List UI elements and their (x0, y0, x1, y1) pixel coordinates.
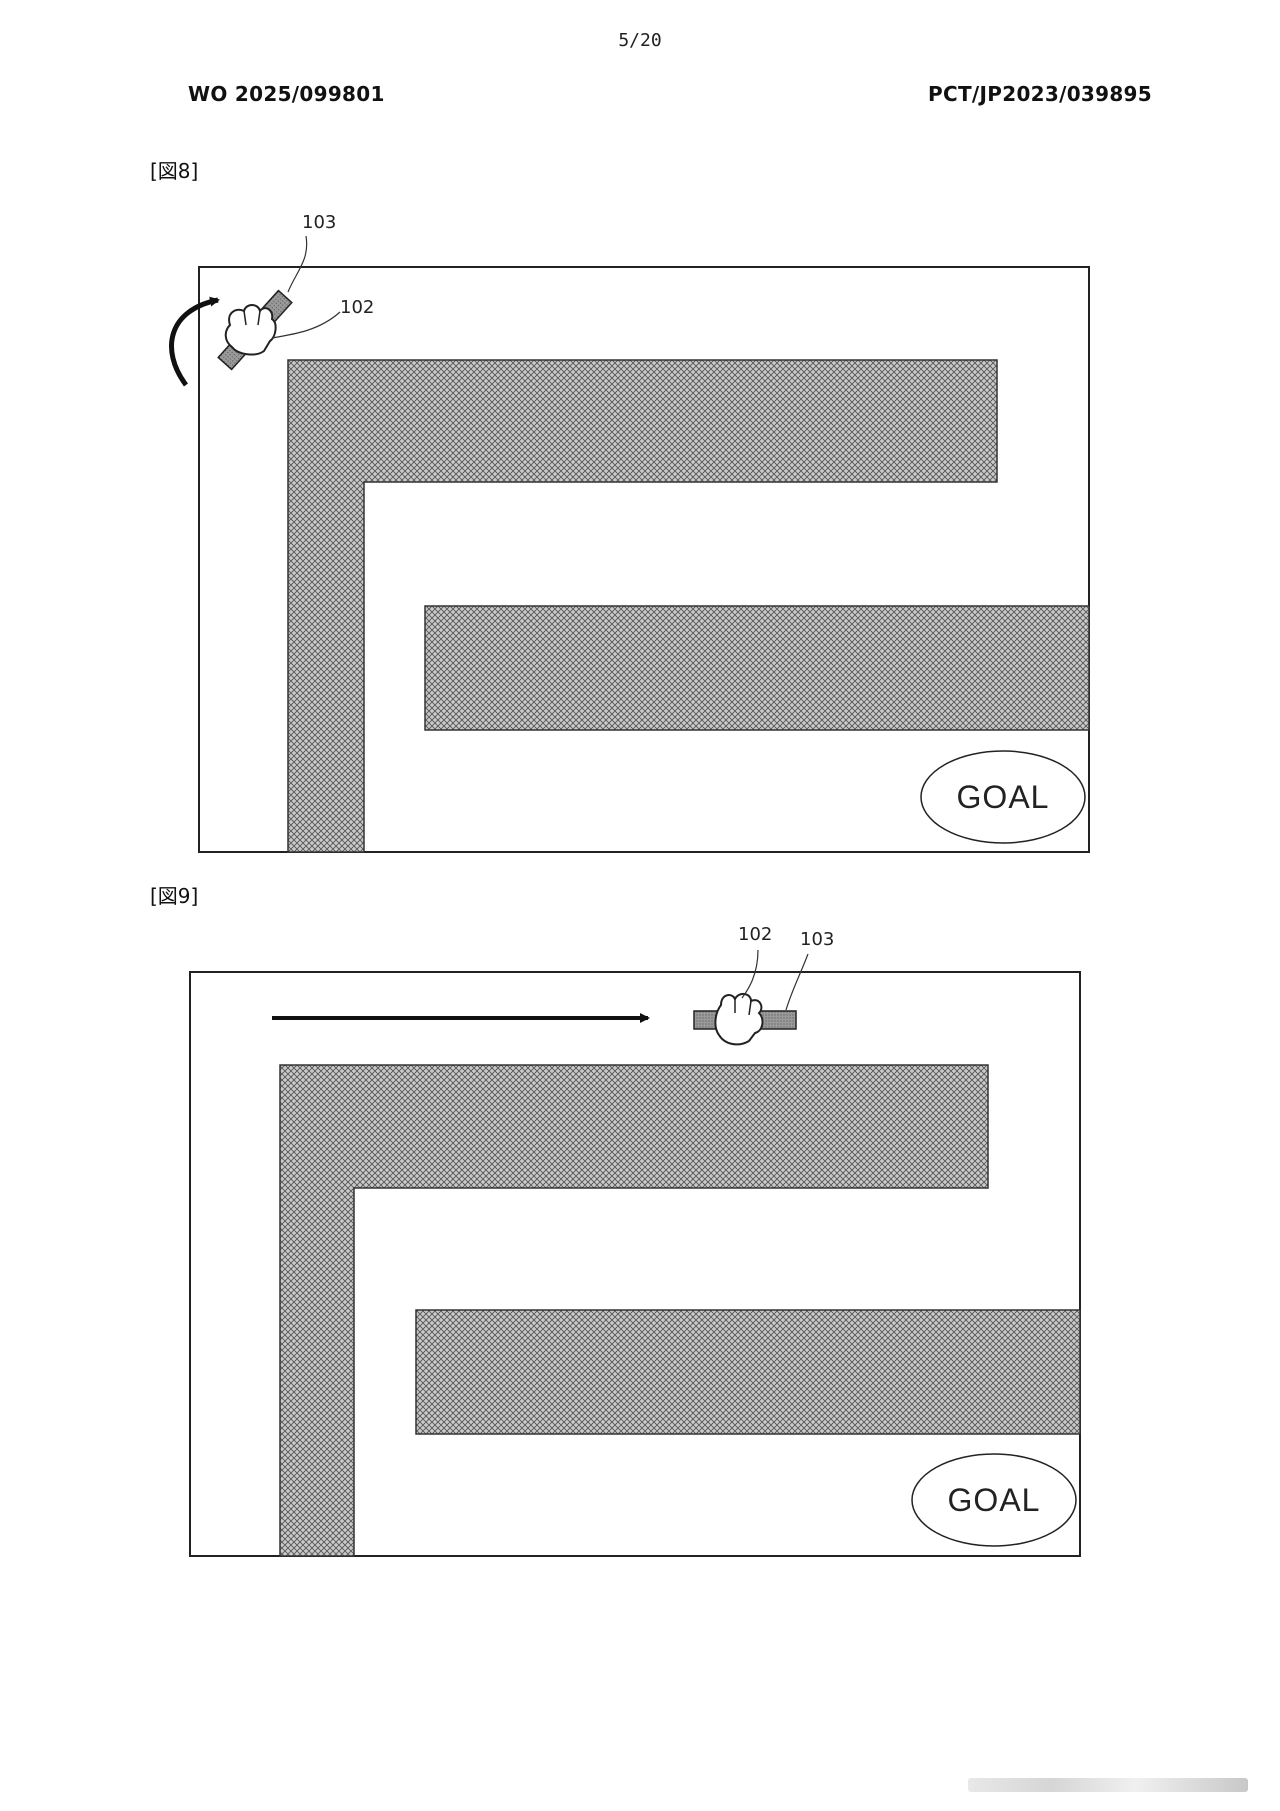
maze-wall-lower (415, 1309, 1081, 1435)
application-number: PCT/JP2023/039895 (928, 82, 1152, 106)
goal-label: GOAL (957, 779, 1050, 815)
curved-arrow-icon (169, 296, 220, 387)
maze-wall-lower (424, 605, 1090, 731)
goal-ellipse (920, 750, 1086, 844)
ref-103: 103 (800, 929, 834, 950)
figure-8-label: [図8] (150, 159, 199, 183)
publication-number: WO 2025/099801 (188, 82, 385, 106)
maze-wall-upper (287, 359, 998, 853)
hand-icon (224, 304, 277, 356)
goal-label: GOAL (948, 1482, 1041, 1518)
hand-icon (714, 993, 764, 1046)
scan-artifact (968, 1778, 1248, 1792)
leader-103 (785, 953, 809, 1011)
leader-103 (287, 235, 308, 293)
figure-8: GOAL 103 102 (169, 212, 1090, 853)
ref-102: 102 (340, 297, 374, 318)
page-number: 5/20 (618, 30, 662, 51)
ref-102: 102 (738, 924, 772, 945)
leader-102 (741, 949, 759, 999)
maze-wall-upper (279, 1064, 989, 1557)
figure-9-label: [図9] (150, 884, 199, 908)
ref-103: 103 (302, 212, 336, 233)
figure-9: GOAL 102 103 (189, 924, 1081, 1557)
goal-ellipse (911, 1453, 1077, 1547)
leader-102 (271, 311, 341, 339)
